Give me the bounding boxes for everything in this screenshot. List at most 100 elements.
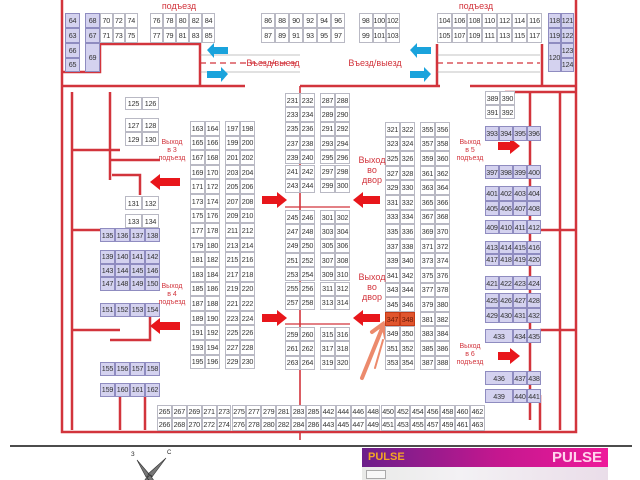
parking-stall-118[interactable]: 118 — [548, 13, 561, 28]
parking-stall-71[interactable]: 71 — [100, 28, 113, 43]
parking-stall-236[interactable]: 236 — [300, 121, 315, 136]
parking-stall-362[interactable]: 362 — [435, 165, 450, 181]
parking-stall-176[interactable]: 176 — [205, 208, 220, 224]
parking-stall-359[interactable]: 359 — [420, 151, 435, 166]
parking-stall-270[interactable]: 270 — [186, 418, 202, 431]
parking-stall-226[interactable]: 226 — [240, 325, 255, 340]
parking-stall-391[interactable]: 391 — [485, 105, 500, 119]
parking-stall-442[interactable]: 442 — [320, 405, 336, 418]
parking-stall-108[interactable]: 108 — [467, 13, 482, 28]
parking-stall-344[interactable]: 344 — [400, 282, 415, 298]
parking-stall-358[interactable]: 358 — [435, 136, 450, 152]
parking-stall-268[interactable]: 268 — [171, 418, 187, 431]
parking-stall-369[interactable]: 369 — [420, 224, 435, 239]
parking-stall-208[interactable]: 208 — [240, 194, 255, 209]
parking-stall-180[interactable]: 180 — [205, 237, 220, 253]
parking-stall-133[interactable]: 133 — [125, 214, 142, 228]
parking-stall-212[interactable]: 212 — [240, 223, 255, 238]
parking-stall-159[interactable]: 159 — [100, 383, 115, 397]
parking-stall-104[interactable]: 104 — [437, 13, 452, 28]
parking-stall-169[interactable]: 169 — [190, 164, 205, 180]
parking-stall-192[interactable]: 192 — [205, 325, 220, 340]
parking-stall-265[interactable]: 265 — [157, 405, 172, 418]
parking-stall-218[interactable]: 218 — [240, 267, 255, 282]
parking-stall-424[interactable]: 424 — [527, 276, 541, 290]
parking-stall-431[interactable]: 431 — [513, 308, 527, 323]
parking-stall-439[interactable]: 439 — [485, 389, 513, 403]
parking-stall-370[interactable]: 370 — [435, 224, 450, 239]
parking-stall-137[interactable]: 137 — [130, 228, 145, 242]
parking-stall-154[interactable]: 154 — [145, 303, 160, 317]
parking-stall-175[interactable]: 175 — [190, 208, 205, 224]
parking-stall-449[interactable]: 449 — [365, 418, 381, 431]
parking-stall-346[interactable]: 346 — [400, 297, 415, 312]
parking-stall-429[interactable]: 429 — [485, 308, 499, 323]
parking-stall-145[interactable]: 145 — [130, 263, 145, 277]
parking-stall-272[interactable]: 272 — [201, 418, 217, 431]
parking-stall-202[interactable]: 202 — [240, 150, 255, 165]
parking-stall-102[interactable]: 102 — [386, 13, 400, 28]
parking-stall-428[interactable]: 428 — [527, 293, 541, 308]
parking-stall-443[interactable]: 443 — [320, 418, 336, 431]
parking-stall-148[interactable]: 148 — [115, 277, 130, 291]
parking-stall-435[interactable]: 435 — [527, 329, 541, 343]
parking-stall-185[interactable]: 185 — [190, 281, 205, 297]
parking-stall-349[interactable]: 349 — [385, 326, 400, 341]
parking-stall-186[interactable]: 186 — [205, 281, 220, 297]
parking-stall-441[interactable]: 441 — [527, 389, 541, 403]
parking-stall-81[interactable]: 81 — [176, 28, 189, 43]
parking-stall-251[interactable]: 251 — [285, 252, 300, 268]
parking-stall-357[interactable]: 357 — [420, 136, 435, 152]
parking-stall-177[interactable]: 177 — [190, 223, 205, 238]
parking-stall-405[interactable]: 405 — [485, 201, 499, 216]
parking-stall-425[interactable]: 425 — [485, 293, 499, 308]
parking-stall-167[interactable]: 167 — [190, 150, 205, 165]
parking-stall-398[interactable]: 398 — [499, 165, 513, 179]
parking-stall-273[interactable]: 273 — [216, 405, 232, 418]
parking-stall-75[interactable]: 75 — [125, 28, 138, 43]
parking-stall-223[interactable]: 223 — [225, 310, 240, 326]
parking-stall-313[interactable]: 313 — [320, 295, 335, 311]
parking-stall-147[interactable]: 147 — [100, 277, 115, 291]
parking-stall-264[interactable]: 264 — [300, 355, 315, 370]
parking-stall-197[interactable]: 197 — [225, 121, 240, 136]
parking-stall-253[interactable]: 253 — [285, 267, 300, 282]
parking-stall-79[interactable]: 79 — [163, 28, 176, 43]
parking-stall-372[interactable]: 372 — [435, 238, 450, 254]
parking-stall-351[interactable]: 351 — [385, 341, 400, 356]
parking-stall-371[interactable]: 371 — [420, 238, 435, 254]
parking-stall-233[interactable]: 233 — [285, 107, 300, 122]
parking-stall-66[interactable]: 66 — [65, 43, 80, 58]
parking-stall-157[interactable]: 157 — [130, 362, 145, 376]
parking-stall-338[interactable]: 338 — [400, 238, 415, 254]
parking-stall-89[interactable]: 89 — [275, 28, 289, 43]
parking-stall-430[interactable]: 430 — [499, 308, 513, 323]
parking-stall-335[interactable]: 335 — [385, 224, 400, 239]
parking-stall-120[interactable]: 120 — [548, 43, 561, 72]
parking-stall-156[interactable]: 156 — [115, 362, 130, 376]
parking-stall-211[interactable]: 211 — [225, 223, 240, 238]
parking-stall-298[interactable]: 298 — [335, 164, 350, 179]
parking-stall-414[interactable]: 414 — [499, 241, 513, 254]
parking-stall-326[interactable]: 326 — [400, 151, 415, 166]
parking-stall-408[interactable]: 408 — [527, 201, 541, 216]
parking-stall-316[interactable]: 316 — [335, 327, 350, 342]
parking-stall-119[interactable]: 119 — [548, 28, 561, 43]
parking-stall-128[interactable]: 128 — [142, 118, 159, 132]
parking-stall-448[interactable]: 448 — [365, 405, 381, 418]
parking-stall-86[interactable]: 86 — [261, 13, 275, 28]
parking-stall-206[interactable]: 206 — [240, 179, 255, 194]
parking-stall-455[interactable]: 455 — [410, 418, 426, 431]
parking-stall-67[interactable]: 67 — [85, 28, 100, 43]
parking-stall-456[interactable]: 456 — [425, 405, 441, 418]
parking-stall-294[interactable]: 294 — [335, 135, 350, 151]
parking-stall-364[interactable]: 364 — [435, 180, 450, 195]
parking-stall-389[interactable]: 389 — [485, 91, 500, 105]
parking-stall-261[interactable]: 261 — [285, 341, 300, 356]
parking-stall-91[interactable]: 91 — [289, 28, 303, 43]
parking-stall-361[interactable]: 361 — [420, 165, 435, 181]
parking-stall-404[interactable]: 404 — [527, 186, 541, 201]
parking-stall-213[interactable]: 213 — [225, 237, 240, 253]
parking-stall-246[interactable]: 246 — [300, 210, 315, 225]
parking-stall-239[interactable]: 239 — [285, 150, 300, 165]
